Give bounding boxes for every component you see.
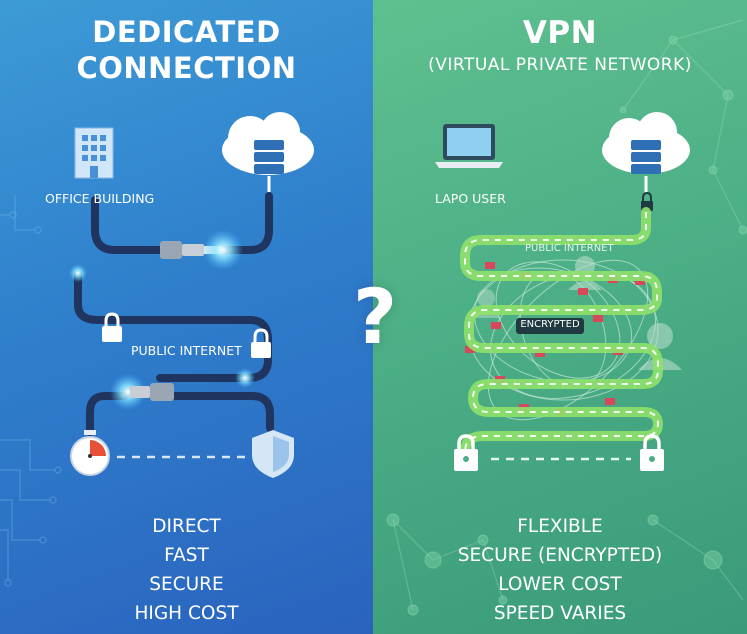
vpn-diagram bbox=[386, 19, 747, 616]
feature-item: LOWER COST bbox=[498, 574, 622, 595]
feature-item: FAST bbox=[164, 545, 209, 566]
lock-icon bbox=[102, 312, 122, 342]
public-internet-label: PUBLIC INTERNET bbox=[131, 343, 242, 358]
dedicated-cable bbox=[221, 192, 273, 254]
office-building-label: OFFICE BUILDING bbox=[45, 191, 155, 206]
vpn-subtitle: (VIRTUAL PRIVATE NETWORK) bbox=[428, 55, 692, 75]
laptop-icon bbox=[435, 124, 503, 168]
vpn-title: VPN bbox=[522, 15, 598, 51]
cloud-server-icon bbox=[602, 112, 690, 194]
title-line: CONNECTION bbox=[76, 51, 297, 85]
shield-icon bbox=[252, 430, 294, 478]
feature-item: SPEED VARIES bbox=[493, 603, 627, 624]
fiber-connector-bottom bbox=[110, 374, 174, 410]
stopwatch-icon bbox=[70, 430, 110, 476]
dedicated-cable bbox=[91, 196, 164, 254]
dedicated-features-list: DIRECT FAST SECURE HIGH COST bbox=[0, 512, 373, 628]
feature-item: HIGH COST bbox=[134, 603, 239, 624]
dedicated-cable bbox=[86, 392, 129, 436]
vpn-tunnel-dash bbox=[464, 212, 660, 453]
network-decoration bbox=[386, 19, 747, 616]
feature-item: FLEXIBLE bbox=[517, 516, 603, 537]
dedicated-cable bbox=[74, 271, 272, 382]
lock-icon bbox=[640, 434, 664, 471]
feature-item: DIRECT bbox=[152, 516, 221, 537]
public-internet-label: PUBLIC INTERNET bbox=[525, 243, 614, 254]
feature-item: SECURE bbox=[149, 574, 224, 595]
lapo-user-label: LAPO USER bbox=[435, 191, 506, 206]
question-mark: ? bbox=[352, 272, 398, 361]
vpn-panel: VPN (VIRTUAL PRIVATE NETWORK) LAPO USER … bbox=[373, 0, 747, 634]
dedicated-title: DEDICATED CONNECTION bbox=[0, 14, 373, 86]
encrypted-badge bbox=[516, 318, 584, 334]
feature-item: SECURE (ENCRYPTED) bbox=[457, 545, 663, 566]
encrypted-label: ENCRYPTED bbox=[520, 319, 580, 330]
dedicated-connection-panel: DEDICATED CONNECTION OFFICE BUILDING PUB… bbox=[0, 0, 373, 634]
circuit-decoration bbox=[0, 195, 62, 587]
fiber-connector-top bbox=[160, 230, 243, 270]
office-building-icon bbox=[74, 127, 114, 179]
title-line: DEDICATED bbox=[92, 15, 281, 49]
lock-icon bbox=[251, 328, 271, 358]
vpn-features-list: FLEXIBLE SECURE (ENCRYPTED) LOWER COST S… bbox=[373, 512, 747, 628]
dedicated-connection-diagram bbox=[0, 112, 314, 587]
cloud-server-icon bbox=[222, 112, 314, 192]
lock-icon bbox=[454, 434, 478, 471]
dedicated-cable bbox=[171, 392, 274, 432]
